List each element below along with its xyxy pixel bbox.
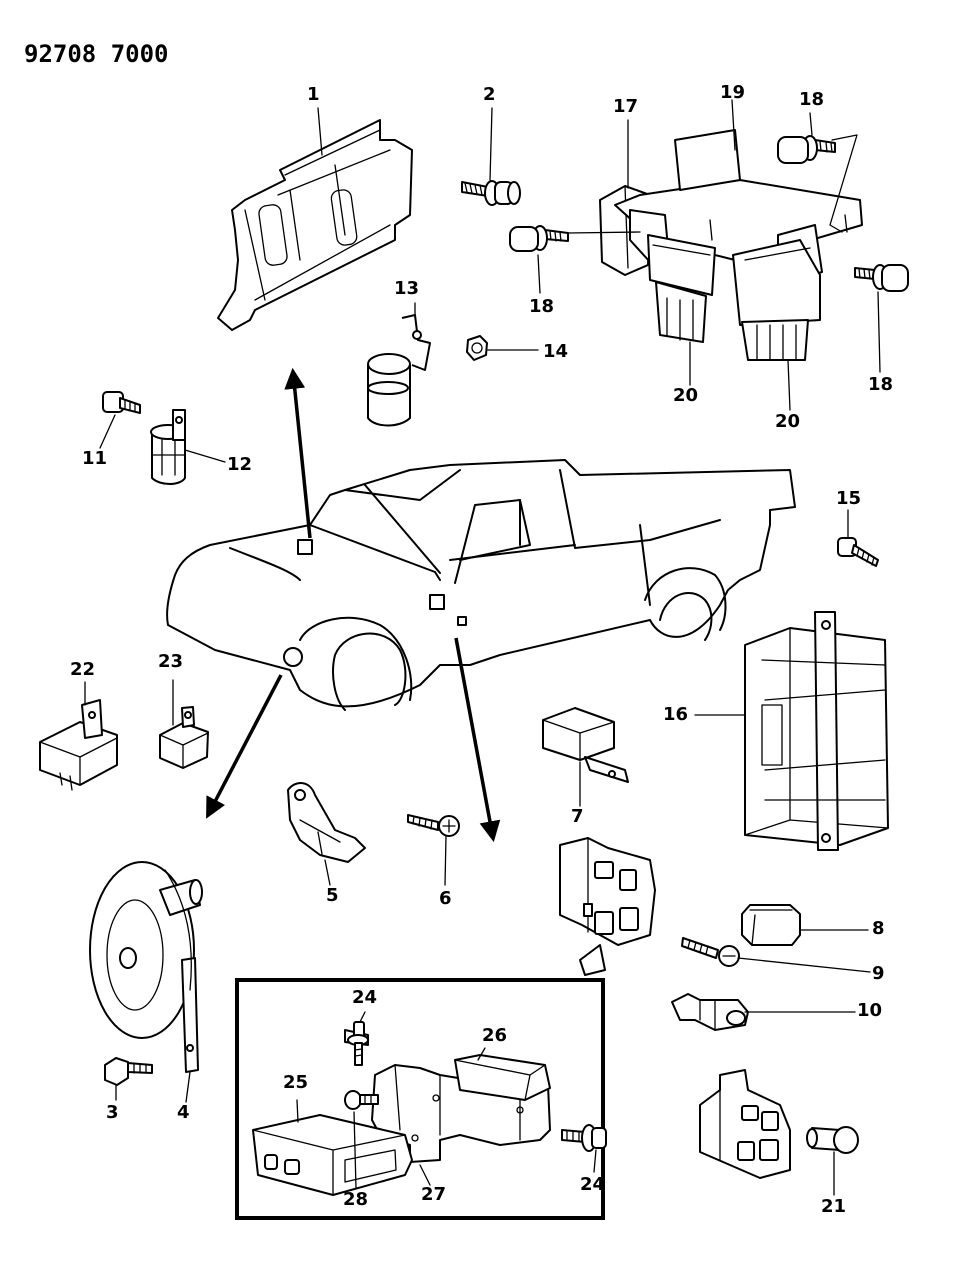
location-arrows (206, 367, 501, 843)
callout-28: 28 (343, 1189, 369, 1210)
callout-13: 13 (394, 278, 420, 299)
callout-6: 6 (439, 888, 452, 909)
callout-17: 17 (613, 96, 639, 117)
bolt-icon (102, 391, 141, 414)
switch-icon (287, 782, 366, 863)
callout-14: 14 (543, 341, 569, 362)
control-module-icon (744, 611, 889, 851)
callout-22: 22 (70, 659, 96, 680)
callout-15: 15 (836, 488, 862, 509)
callout-26: 26 (482, 1025, 508, 1046)
callout-18: 18 (799, 89, 825, 110)
switch-icon (806, 1126, 859, 1154)
callout-18: 18 (868, 374, 894, 395)
callout-4: 4 (177, 1102, 190, 1123)
relay-icon (542, 707, 629, 783)
bolt-icon (461, 180, 521, 206)
relay-bracket-assembly (599, 129, 863, 361)
ecu-bracket-icon (217, 119, 413, 331)
screw-icon (344, 1090, 379, 1110)
leader-lines (84, 99, 881, 1196)
callout-8: 8 (872, 918, 885, 939)
callout-24: 24 (352, 987, 378, 1008)
callout-12: 12 (227, 454, 253, 475)
bolt-icon (854, 264, 909, 292)
screw-icon (837, 537, 879, 567)
screw-icon (407, 814, 460, 837)
callout-27: 27 (421, 1184, 447, 1205)
relay-icon (367, 314, 431, 427)
callout-9: 9 (872, 963, 885, 984)
relay-icon (159, 706, 209, 769)
callout-24: 24 (580, 1174, 606, 1195)
truck-outline-icon (166, 459, 796, 711)
bolt-icon (344, 1021, 369, 1066)
relay-icon (150, 409, 186, 485)
callout-7: 7 (571, 806, 584, 827)
callout-19: 19 (720, 82, 746, 103)
relay-icon (39, 699, 118, 791)
ecu-bracket-icon (371, 1054, 551, 1163)
callout-5: 5 (326, 885, 339, 906)
callout-3: 3 (106, 1102, 119, 1123)
callout-1: 1 (307, 84, 320, 105)
bolt-icon (561, 1124, 607, 1152)
callout-10: 10 (857, 1000, 883, 1021)
bolt-icon (104, 1057, 153, 1086)
inset-box (235, 978, 605, 1220)
relay-mount-plate (559, 837, 656, 976)
callout-20: 20 (775, 411, 801, 432)
control-module-icon (252, 1114, 413, 1196)
callout-25: 25 (283, 1072, 309, 1093)
relay-mount-plate (699, 1069, 791, 1179)
callout-21: 21 (821, 1196, 847, 1217)
screw-icon (681, 937, 740, 967)
bolt-icon (509, 225, 569, 252)
switch-icon (671, 993, 749, 1031)
callout-23: 23 (158, 651, 184, 672)
switch-icon (741, 904, 801, 946)
callout-20: 20 (673, 385, 699, 406)
callout-2: 2 (483, 84, 496, 105)
horn-icon (89, 861, 203, 1073)
callout-16: 16 (663, 704, 689, 725)
callout-18: 18 (529, 296, 555, 317)
nut-icon (466, 335, 488, 361)
catalog-code: 92708 7000 (24, 40, 169, 68)
callout-11: 11 (82, 448, 108, 469)
bolt-icon (777, 135, 836, 164)
